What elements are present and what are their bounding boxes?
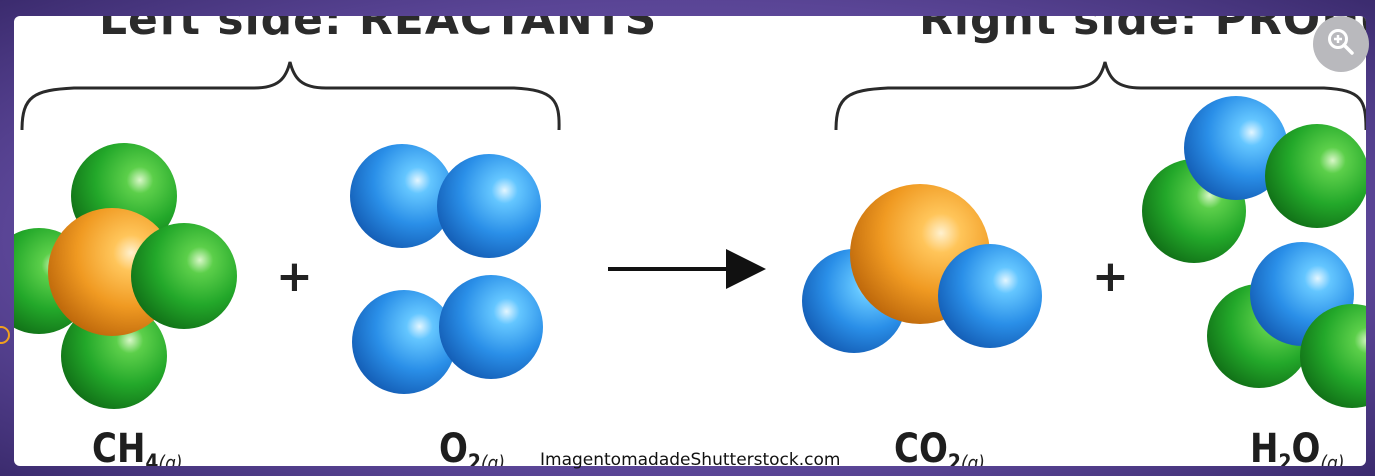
methane-molecule — [14, 143, 237, 409]
hydrogen-atom — [131, 223, 237, 329]
oxygen-atom — [1184, 96, 1288, 200]
hydrogen-atom — [1265, 124, 1366, 228]
reactants-heading: Left side: REACTANTS — [99, 16, 658, 45]
oxygen-atom — [938, 244, 1042, 348]
reactants-brace — [20, 61, 561, 131]
water-molecule-bottom — [1207, 242, 1366, 408]
products-heading: Right side: PRODUCTS — [919, 16, 1366, 45]
image-credit: ImagentomadadeShutterstock.com — [540, 450, 841, 470]
oxygen-atom — [439, 275, 543, 379]
diagram-panel: Left side: REACTANTS Right side: PRODUCT… — [14, 16, 1366, 466]
side-indicator — [0, 326, 10, 344]
hydrogen-atom — [1300, 304, 1366, 408]
oxygen-atom — [437, 154, 541, 258]
zoom-in-button[interactable] — [1313, 16, 1369, 72]
oxygen-atom — [352, 290, 456, 394]
formula-methane: CH4(g) — [92, 426, 183, 466]
formula-carbon-dioxide: CO2(g) — [894, 426, 985, 466]
oxygen-atom — [350, 144, 454, 248]
plus-sign-products: + — [1092, 251, 1129, 302]
reaction-illustration — [14, 61, 1366, 409]
formula-oxygen: O2(g) — [439, 426, 505, 466]
oxygen-molecule-bottom — [352, 275, 543, 394]
oxygen-molecule-top — [350, 144, 541, 258]
formula-water: H2O(g) — [1250, 426, 1345, 466]
products-brace — [834, 61, 1366, 131]
water-molecule-top — [1142, 96, 1366, 263]
carbon-dioxide-molecule — [802, 184, 1042, 353]
plus-sign-reactants: + — [276, 251, 313, 302]
zoom-in-icon — [1326, 27, 1356, 61]
